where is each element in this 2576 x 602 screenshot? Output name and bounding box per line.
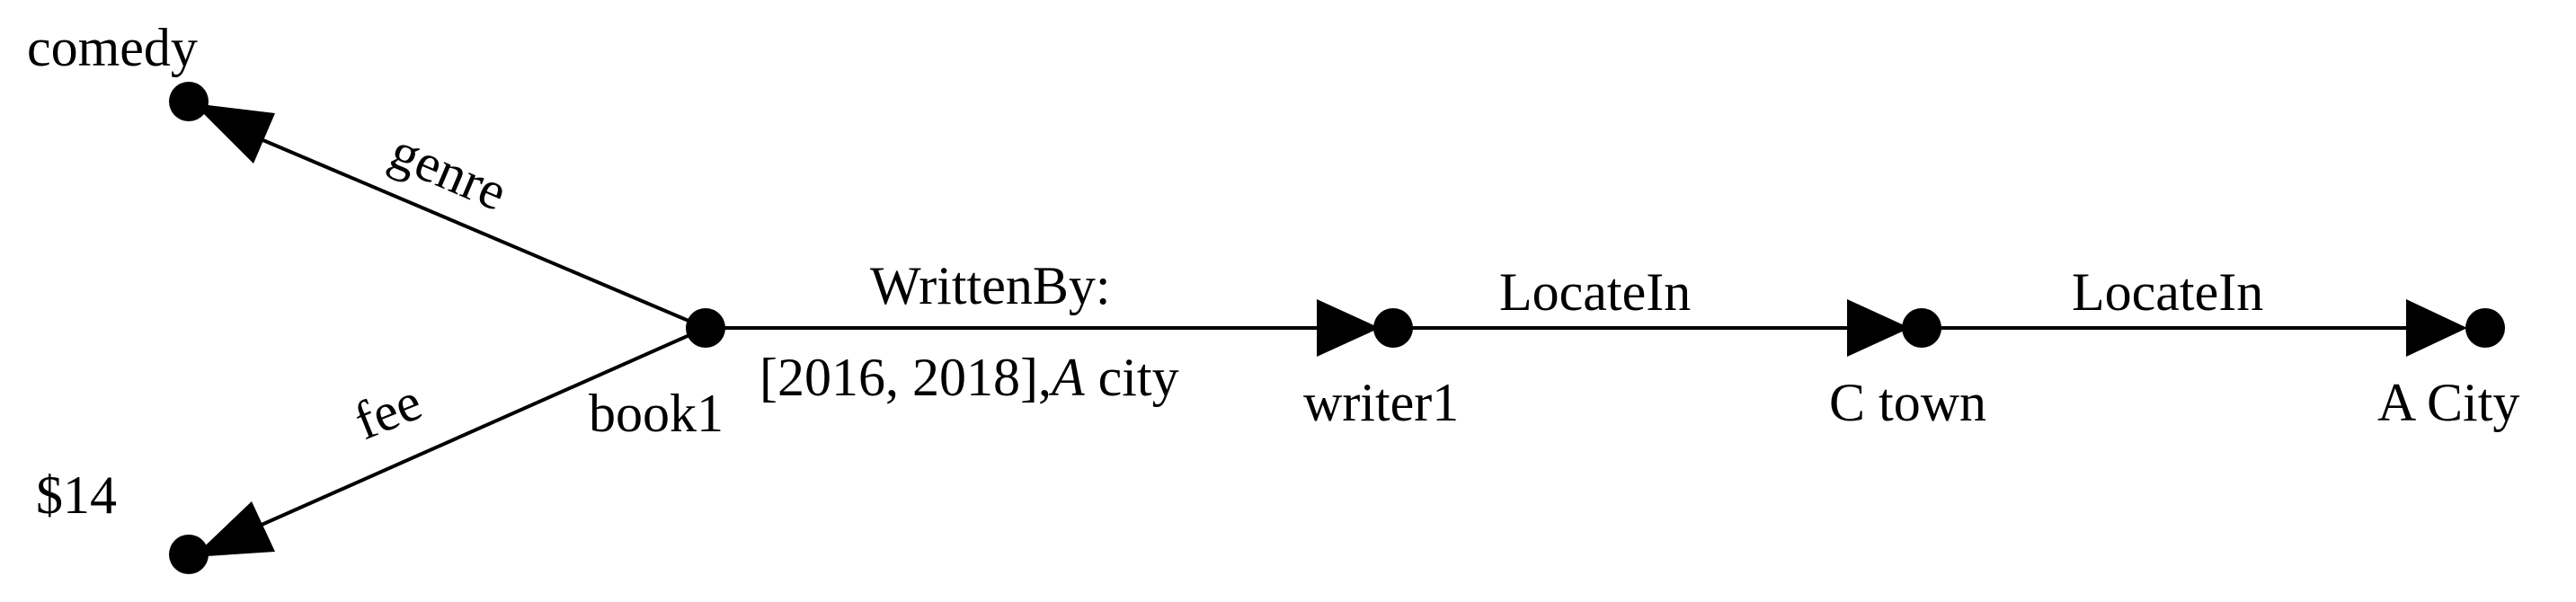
arrowheads (193, 103, 2467, 557)
edge-fee-line (228, 326, 706, 541)
node-c-town (1902, 308, 1941, 348)
node-labels: comedy $14 book1 writer1 C town A City (27, 18, 2519, 525)
node-comedy (169, 82, 209, 121)
node-a-city (2465, 308, 2505, 348)
node-label-a-city: A City (2377, 373, 2519, 432)
edge-label-fee: fee (346, 371, 430, 451)
arrowhead-fee (193, 501, 275, 557)
node-writer1 (1373, 308, 1413, 348)
edge-qualifier-place-italic: A (1048, 348, 1085, 407)
edge-labels: genre fee WrittenBy: [2016, 2018],A city… (346, 120, 2263, 451)
node-label-fee-value: $14 (36, 465, 117, 525)
edge-label-locatein-2: LocateIn (2072, 262, 2263, 322)
arrowhead-writtenby (1317, 299, 1380, 357)
nodes (169, 82, 2505, 574)
node-label-comedy: comedy (27, 18, 198, 77)
arrowhead-locatein-2 (2406, 299, 2467, 357)
node-book1 (686, 308, 725, 348)
edge-qualifier-place-rest: city (1085, 348, 1179, 407)
node-fee-value (169, 535, 209, 574)
arrowhead-locatein-1 (1847, 299, 1910, 357)
edge-qualifier-writtenby: [2016, 2018],A city (759, 348, 1179, 407)
arrowhead-genre (193, 103, 275, 164)
edge-label-locatein-1: LocateIn (1499, 262, 1691, 322)
edge-label-writtenby: WrittenBy: (870, 256, 1111, 315)
edge-label-genre: genre (382, 120, 515, 222)
node-label-writer1: writer1 (1303, 373, 1459, 432)
edge-qualifier-range: [2016, 2018], (759, 348, 1052, 407)
node-label-c-town: C town (1829, 373, 1986, 432)
edges (228, 124, 2427, 541)
node-label-book1: book1 (589, 384, 724, 443)
edge-genre-line (228, 124, 706, 330)
